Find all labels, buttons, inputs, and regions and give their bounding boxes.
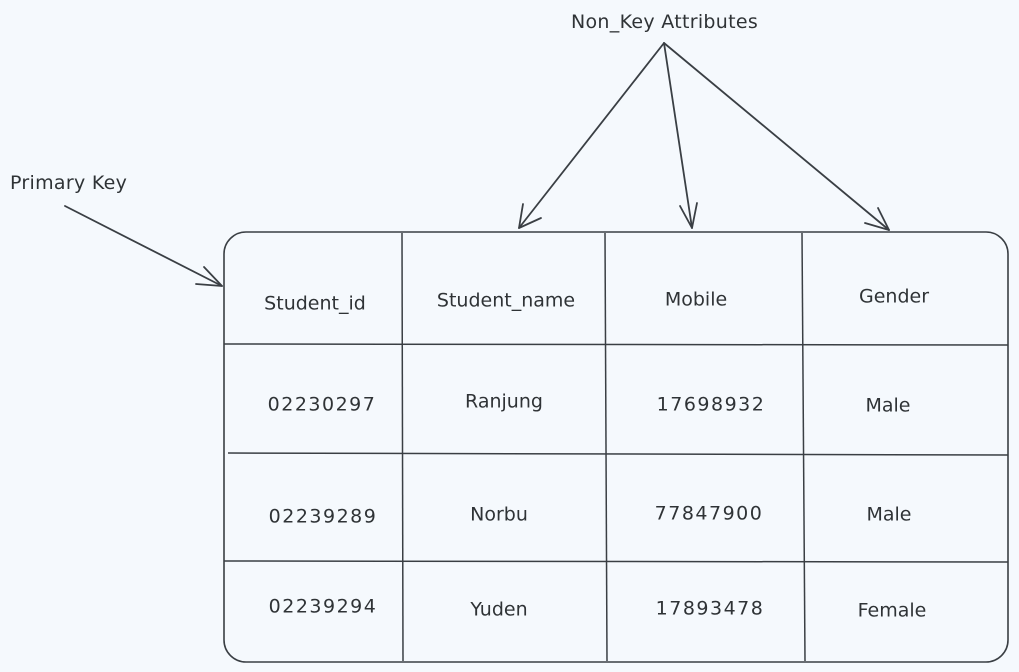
primary-key-label: Primary Key [10, 172, 128, 194]
cell-mobile: 17893478 [655, 597, 765, 620]
cell-mobile: 77847900 [654, 502, 764, 525]
cell-student-id: 02239289 [268, 505, 378, 528]
non-key-arrow-student-name [518, 42, 665, 229]
column-divider [801, 232, 806, 662]
cell-student-name: Ranjung [465, 390, 543, 413]
non-key-arrow-gender [663, 42, 890, 231]
cell-student-name: Yuden [470, 598, 528, 621]
header-mobile: Mobile [664, 288, 728, 311]
row-divider [223, 343, 1009, 346]
row-divider [223, 560, 1009, 563]
table-border [223, 231, 1009, 663]
column-divider [401, 232, 404, 662]
cell-student-id: 02230297 [267, 393, 377, 416]
cell-gender: Male [865, 394, 911, 417]
header-student-id: Student_id [264, 292, 366, 315]
header-student-name: Student_name [436, 289, 576, 312]
cell-gender: Female [857, 599, 927, 622]
non-key-arrow-mobile [663, 42, 698, 229]
cell-student-name: Norbu [470, 503, 528, 526]
header-gender: Gender [858, 285, 930, 308]
cell-student-id: 02239294 [268, 595, 378, 618]
column-divider [604, 232, 608, 662]
cell-gender: Male [866, 503, 912, 526]
cell-mobile: 17698932 [656, 393, 766, 416]
non-key-attributes-label: Non_Key Attributes [571, 11, 759, 33]
row-divider [227, 452, 1009, 456]
primary-key-arrow [64, 205, 223, 287]
